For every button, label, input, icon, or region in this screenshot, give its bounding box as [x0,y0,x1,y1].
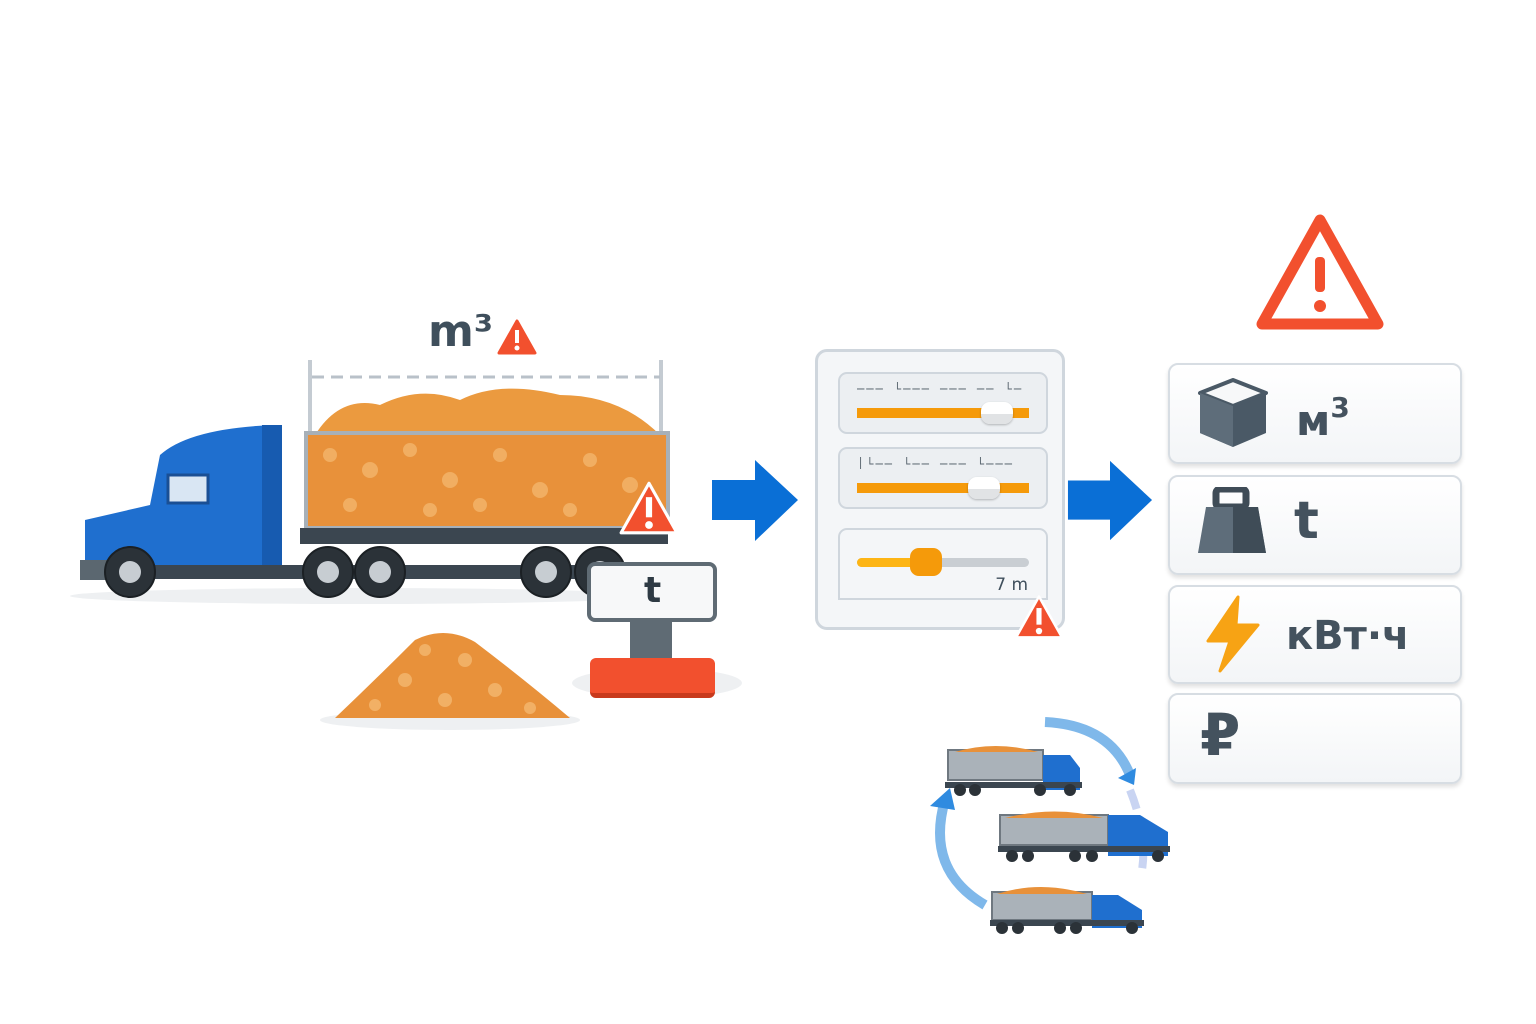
slider-thumb[interactable] [981,402,1013,424]
warning-icon [1256,214,1384,330]
volume-unit-label: m³ [428,306,494,357]
unit-label: t [1294,491,1319,551]
unit-card-weight[interactable]: t [1168,475,1462,575]
gravel-pile-illustration [320,632,580,730]
lightning-icon [1206,595,1260,673]
unit-card-energy[interactable]: кВт·ч [1168,585,1462,684]
cube-icon [1198,378,1268,447]
slider-group: ─── └─── ─── ── └─ [838,372,1048,434]
arrow-right-icon [712,460,798,541]
slider-thumb[interactable] [910,548,942,576]
warning-icon [619,481,679,535]
weight-icon [1198,487,1266,553]
slider-group: │└── └── ─── └─── [838,447,1048,509]
unit-label: кВт·ч [1286,613,1410,659]
unit-superscript: 3 [1330,391,1350,424]
unit-card-currency[interactable]: ₽ [1168,693,1462,784]
slider-group: 7 m [838,528,1048,600]
warning-icon [497,319,537,355]
settings-panel: ─── └─── ─── ── └─ │└── └── ─── └─── 7 m [815,349,1065,630]
truck-cycle-illustration [930,717,1170,934]
weighing-scale: t [570,560,745,710]
slider-thumb[interactable] [968,477,1000,499]
gravel-truck-illustration [70,360,670,604]
unit-card-volume[interactable]: м3 [1168,363,1462,464]
scale-unit-label: t [644,570,662,611]
ruble-icon: ₽ [1200,701,1241,769]
slider-readout: 7 m [995,575,1028,595]
slider-ticks: ─── └─── ─── ── └─ [857,382,1024,394]
arrow-right-icon [1067,460,1153,541]
slider-ticks: │└── └── ─── └─── [857,457,1014,469]
unit-label: м [1296,396,1331,445]
warning-icon [1014,595,1064,639]
